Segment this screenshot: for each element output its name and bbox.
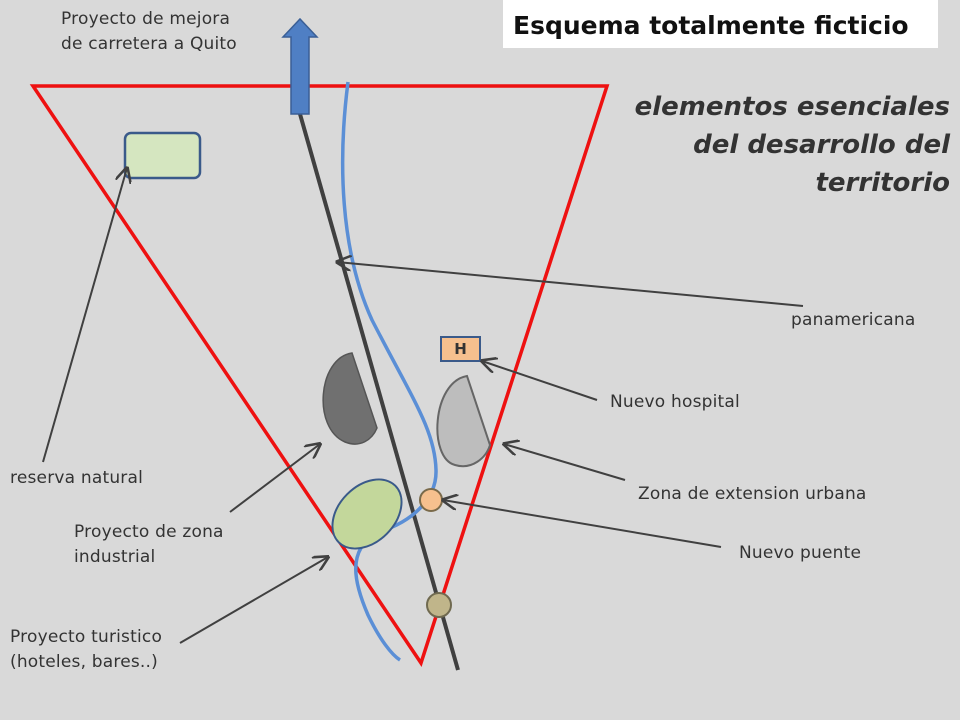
natural-reserve-shape [123, 131, 202, 180]
label-new-hospital: Nuevo hospital [610, 392, 740, 412]
new-bridge-marker [419, 488, 443, 512]
diagram-subtitle: elementos esenciales del desarrollo del … [634, 92, 950, 198]
label-panamericana: panamericana [791, 310, 916, 330]
connector-urban [504, 444, 626, 481]
junction-marker [426, 592, 452, 618]
connector-hospital [482, 361, 598, 401]
panamericana-road [298, 113, 460, 671]
urban-extension-shape [436, 374, 492, 468]
connector-bridge [443, 500, 722, 548]
road-arrow-up-icon [281, 17, 319, 115]
hospital-box [440, 336, 481, 362]
industrial-zone-shape [322, 352, 378, 445]
connector-panamericana [337, 262, 804, 307]
connector-industrial [229, 444, 320, 513]
connector-tourist [179, 557, 328, 644]
label-road-project: Proyecto de mejora de carretera a Quito [61, 9, 237, 54]
territory-triangle [29, 84, 610, 667]
hospital-letter: H [454, 340, 467, 358]
page-title: Esquema totalmente ficticio [503, 0, 938, 48]
connector-reserve [42, 168, 127, 463]
label-new-bridge: Nuevo puente [739, 543, 862, 563]
river [340, 81, 438, 662]
label-natural-reserve: reserva natural [10, 468, 144, 488]
label-urban-extension: Zona de extension urbana [638, 484, 867, 504]
label-industrial-zone: Proyecto de zona industrial [74, 522, 224, 567]
tourist-zone-shape [331, 478, 403, 550]
label-tourist-project: Proyecto turistico (hoteles, bares..) [10, 627, 163, 672]
